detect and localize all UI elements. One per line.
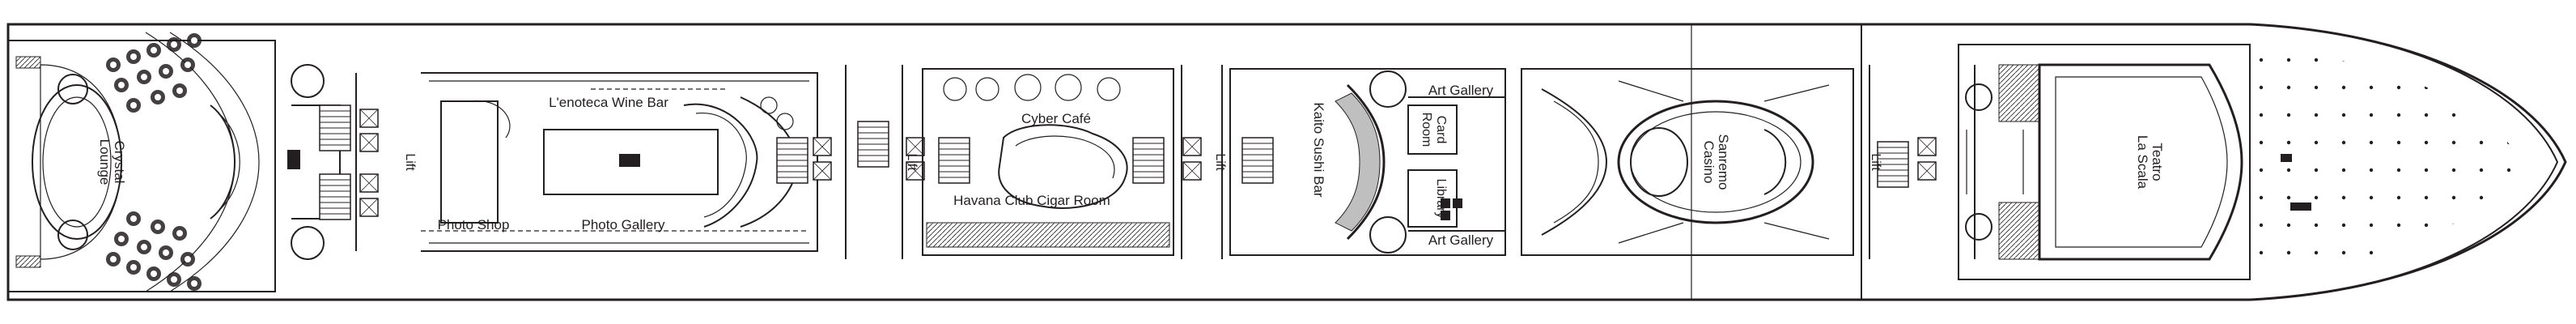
lift-3-label: Lift (1213, 153, 1227, 171)
sushi-library-zone (1229, 68, 1506, 256)
lift-1-label: Lift (403, 153, 417, 171)
teatro-label-line1: Teatro (2149, 143, 2165, 181)
photo-shop-label: Photo Shop (438, 217, 510, 232)
art-gallery-top-label: Art Gallery (1428, 83, 1494, 98)
enoteca-wine-bar-label: L'enoteca Wine Bar (549, 95, 668, 110)
crystal-lounge-label-line2: Lounge (97, 139, 112, 185)
lift-1 (319, 73, 379, 251)
teatro-la-scala (1958, 44, 2251, 280)
crystal-lounge-label-line1: Crystal (112, 141, 127, 184)
art-gallery-bottom-label: Art Gallery (1428, 232, 1494, 248)
hull-outline (6, 23, 2567, 301)
cyber-cafe-label: Cyber Café (1021, 111, 1091, 126)
bow-deck (2250, 49, 2521, 275)
sanremo-casino (1521, 68, 1854, 256)
sanremo-casino-label-line2: Casino (1701, 141, 1717, 184)
havana-club-label: Havana Club Cigar Room (953, 193, 1110, 208)
enoteca-photo-zone (421, 72, 832, 252)
crystal-lounge (7, 32, 341, 292)
card-room-label-line1: Card (1434, 116, 1448, 144)
lift-4 (1869, 65, 1975, 259)
card-room-label-line2: Room (1420, 113, 1433, 147)
teatro-label-line2: La Scala (2135, 135, 2150, 190)
kaito-sushi-bar-label: Kaito Sushi Bar (1311, 102, 1326, 198)
library-label: Library (1434, 179, 1448, 219)
lift-3 (1181, 65, 1223, 259)
lift-2-label: Lift (905, 153, 919, 171)
lift-2 (845, 65, 925, 259)
photo-gallery-label: Photo Gallery (582, 217, 665, 232)
lift-4-label: Lift (1869, 153, 1882, 171)
havana-cyber-zone (922, 68, 1174, 256)
sanremo-casino-label-line1: Sanremo (1716, 134, 1731, 190)
